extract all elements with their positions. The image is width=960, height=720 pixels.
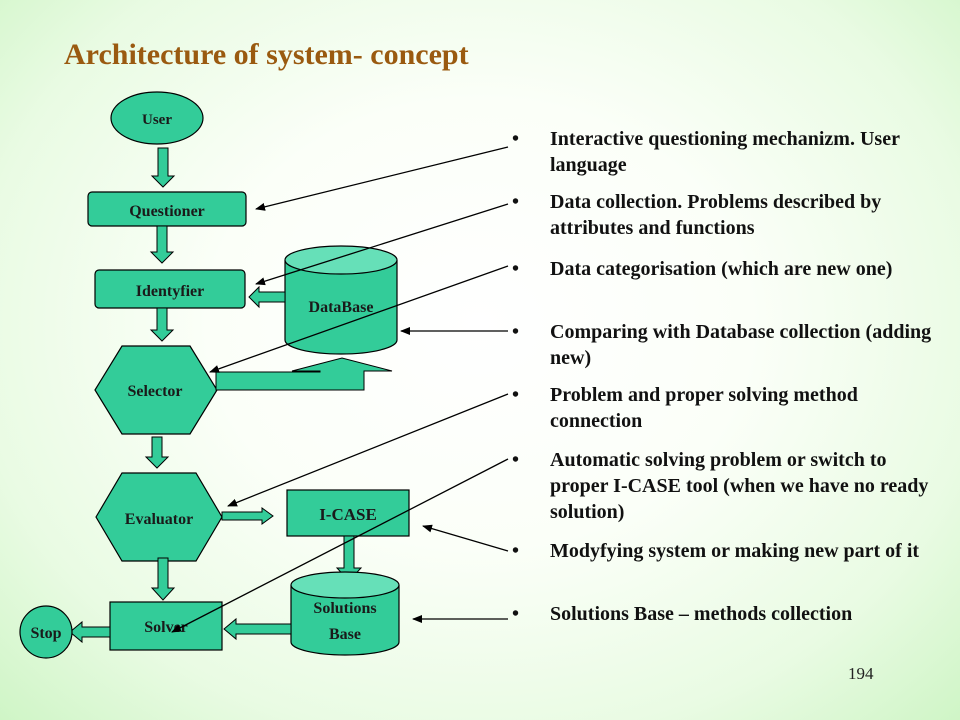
bullet-item: • Automatic solving problem or switch to … [512, 447, 932, 525]
pointer-line-selector [209, 265, 509, 373]
node-solutions-base-label-1: Solutions [313, 600, 376, 617]
flow-arrow-selector-database [215, 357, 393, 391]
node-database: DataBase [284, 245, 398, 355]
bullet-item: • Interactive questioning mechanizm. User… [512, 126, 932, 178]
pointer-line-questioner [255, 146, 509, 211]
node-evaluator: Evaluator [95, 472, 223, 562]
pointer-line-identyfier [255, 203, 509, 286]
node-identyfier-label: Identyfier [136, 283, 204, 300]
node-user-label: User [142, 112, 172, 128]
node-stop-label: Stop [30, 625, 61, 642]
bullet-marker: • [512, 191, 520, 213]
node-solver: Solver [109, 601, 223, 651]
bullet-text: Data categorisation (which are new one) [550, 258, 893, 280]
slide-title: Architecture of system- concept [64, 38, 469, 71]
node-icase-label: I-CASE [319, 505, 377, 524]
bullet-marker: • [512, 603, 520, 625]
flow-arrow-database-identyfier [248, 285, 286, 309]
bullet-marker: • [512, 540, 520, 562]
node-questioner: Questioner [87, 191, 247, 227]
bullet-marker: • [512, 128, 520, 150]
bullet-marker: • [512, 384, 520, 406]
node-database-label: DataBase [309, 299, 374, 316]
bullet-text: Interactive questioning mechanizm. User … [550, 128, 900, 176]
bullet-text: Modyfying system or making new part of i… [550, 540, 920, 562]
flow-arrow-evaluator-icase [221, 507, 274, 525]
flow-arrow-evaluator-solver [150, 557, 176, 601]
flow-arrow-questioner-identyfier [149, 225, 175, 264]
flow-arrow-solver-stop [69, 620, 111, 644]
bullet-item: • Comparing with Database collection (add… [512, 319, 932, 371]
bullet-marker: • [512, 449, 520, 471]
bullet-item: • Modyfying system or making new part of … [512, 538, 932, 564]
bullet-text: Comparing with Database collection (addi… [550, 321, 932, 369]
bullet-text: Automatic solving problem or switch to p… [550, 449, 929, 523]
node-icase: I-CASE [286, 489, 410, 537]
bullet-text: Problem and proper solving method connec… [550, 384, 858, 432]
pointer-lines [171, 146, 509, 633]
node-solutions-base-label-2: Base [329, 626, 361, 643]
node-stop: Stop [19, 605, 73, 659]
page-number: 194 [848, 664, 874, 683]
flow-arrow-solutions-solver [223, 617, 292, 641]
bullet-item: • Data categorisation (which are new one) [512, 256, 932, 282]
bullet-item: • Problem and proper solving method conne… [512, 382, 932, 434]
bullet-marker: • [512, 321, 520, 343]
bullet-item: • Data collection. Problems described by … [512, 189, 932, 241]
bullet-text: Data collection. Problems described by a… [550, 191, 882, 239]
node-questioner-label: Questioner [129, 203, 205, 220]
flow-arrow-identyfier-selector [149, 307, 175, 342]
pointer-line-evaluator [227, 393, 509, 507]
node-identyfier: Identyfier [94, 269, 246, 309]
node-user: User [110, 91, 204, 145]
node-selector: Selector [94, 345, 218, 435]
flow-arrow-user-questioner [150, 147, 176, 188]
bullet-item: • Solutions Base – methods collection [512, 601, 932, 627]
pointer-line-solver [171, 458, 509, 633]
pointer-line-icase [422, 524, 509, 552]
bullet-marker: • [512, 258, 520, 280]
bullet-text: Solutions Base – methods collection [550, 603, 853, 625]
node-evaluator-label: Evaluator [125, 511, 193, 528]
node-selector-label: Selector [127, 383, 182, 400]
node-solutions-base: Solutions Base [290, 571, 400, 656]
flow-arrow-selector-evaluator [144, 436, 170, 469]
